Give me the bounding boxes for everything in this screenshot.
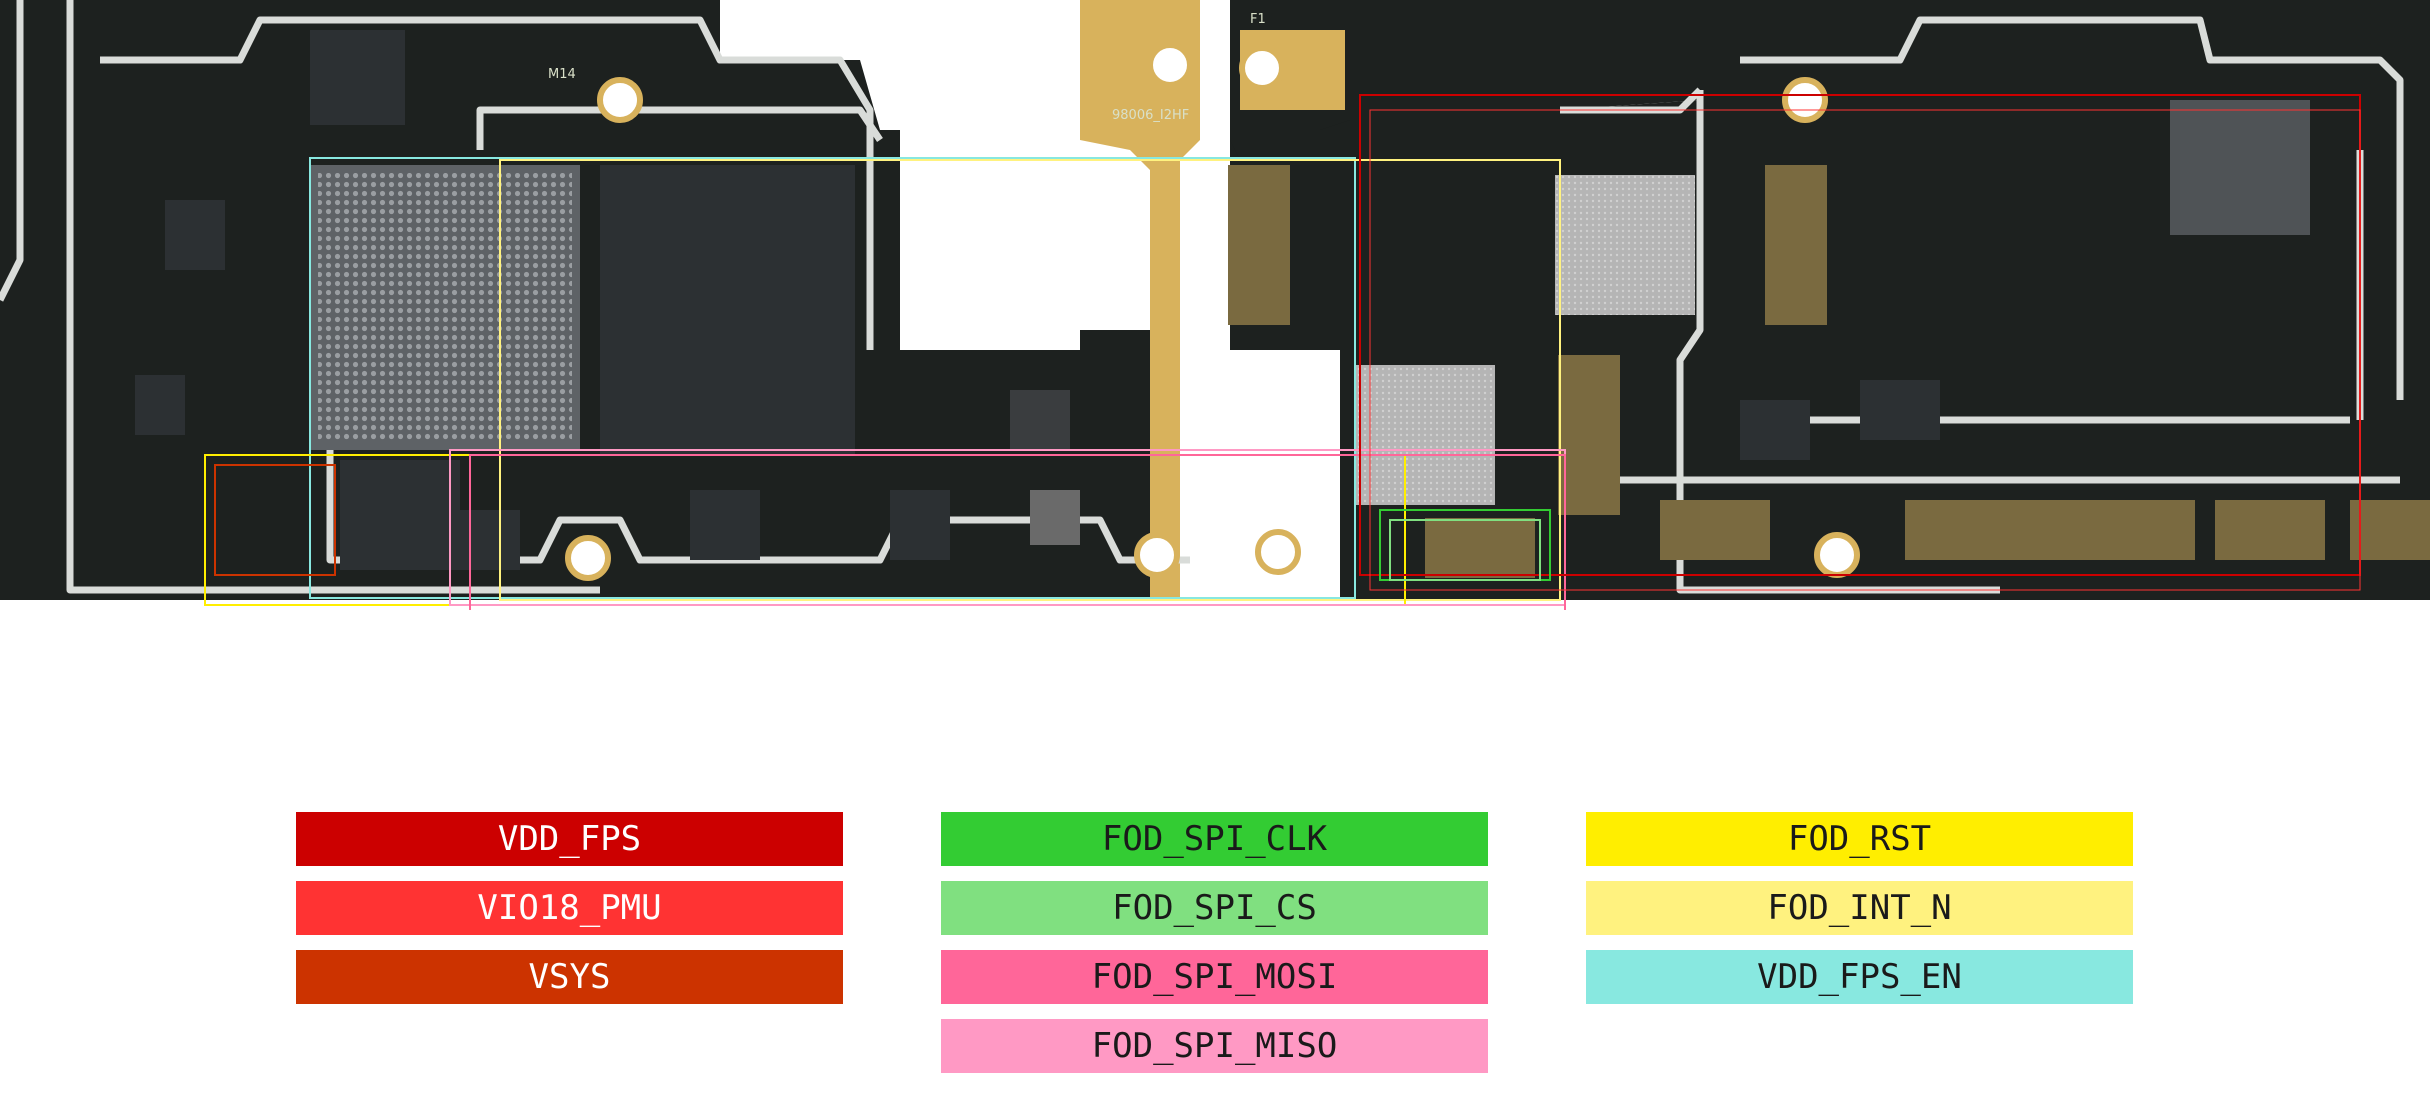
board-connector bbox=[1228, 165, 1290, 325]
legend-item-vdd-fps-en: VDD_FPS_EN bbox=[1586, 950, 2133, 1004]
chip bbox=[890, 490, 950, 560]
legend-item-vdd-fps: VDD_FPS bbox=[296, 812, 843, 866]
legend-item-vio18-pmu: VIO18_PMU bbox=[296, 881, 843, 935]
chip bbox=[1740, 400, 1810, 460]
chip bbox=[310, 30, 405, 125]
chip bbox=[1860, 380, 1940, 440]
board-connector bbox=[2215, 500, 2325, 560]
board-connector bbox=[1558, 355, 1620, 515]
pcb-left-section bbox=[0, 0, 1180, 600]
chip bbox=[690, 490, 760, 560]
shield-can bbox=[1555, 175, 1695, 315]
legend-item-fod-spi-cs: FOD_SPI_CS bbox=[941, 881, 1488, 935]
board-connector bbox=[1425, 518, 1535, 578]
pcb-board: M14 F1 98006_I2HF bbox=[0, 0, 2430, 610]
chip bbox=[165, 200, 225, 270]
chip bbox=[135, 375, 185, 435]
signal-highlights bbox=[204, 94, 2361, 610]
board-marking: 98006_I2HF bbox=[1112, 108, 1190, 123]
board-connector bbox=[1765, 165, 1827, 325]
legend-item-fod-spi-miso: FOD_SPI_MISO bbox=[941, 1019, 1488, 1073]
bga-ball-grid bbox=[318, 173, 572, 442]
mounting-holes bbox=[565, 42, 1860, 581]
legend-item-vsys: VSYS bbox=[296, 950, 843, 1004]
board-connector bbox=[1905, 500, 2195, 560]
legend-item-fod-rst: FOD_RST bbox=[1586, 812, 2133, 866]
chip bbox=[1030, 490, 1080, 545]
legend-item-fod-int-n: FOD_INT_N bbox=[1586, 881, 2133, 935]
board-connector bbox=[2350, 500, 2430, 560]
chip bbox=[2170, 100, 2310, 235]
memory-chip bbox=[600, 165, 855, 455]
legend-item-fod-spi-clk: FOD_SPI_CLK bbox=[941, 812, 1488, 866]
chip bbox=[340, 460, 460, 570]
board-marking: M14 bbox=[548, 67, 576, 82]
chip bbox=[1010, 390, 1070, 450]
legend-item-fod-spi-mosi: FOD_SPI_MOSI bbox=[941, 950, 1488, 1004]
board-connector bbox=[1660, 500, 1770, 560]
board-marking: F1 bbox=[1250, 12, 1266, 27]
shield-can bbox=[1355, 365, 1495, 505]
